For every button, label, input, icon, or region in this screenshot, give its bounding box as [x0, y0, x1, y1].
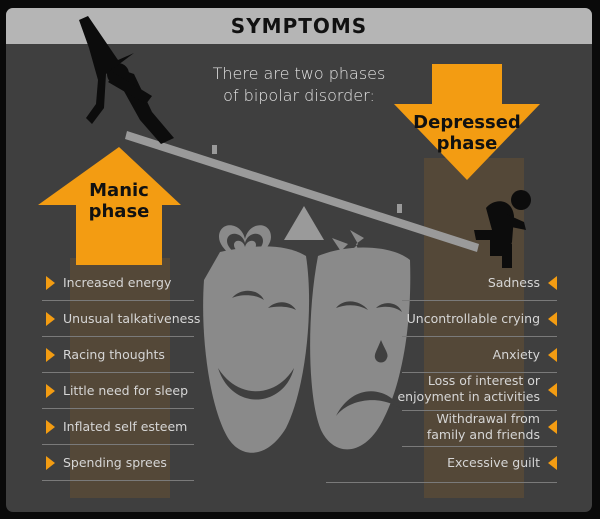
bullet-arrow-icon	[46, 384, 55, 398]
header-bar	[6, 8, 592, 44]
manic-arrow-up-icon	[38, 147, 181, 265]
seesaw-icon	[125, 131, 479, 252]
divider	[42, 408, 194, 409]
divider	[42, 372, 194, 373]
divider	[402, 300, 557, 301]
page-title: SYMPTOMS	[230, 14, 368, 38]
depressed-symptom-line-1: Withdrawal from	[436, 411, 540, 426]
divider	[42, 444, 194, 445]
manic-symptom: Racing thoughts	[63, 347, 165, 362]
bullet-arrow-icon	[46, 456, 55, 470]
depressed-symptom: Anxiety	[492, 347, 540, 362]
bullet-arrow-icon	[46, 276, 55, 290]
bullet-arrow-icon	[46, 348, 55, 362]
depressed-symptom-line-1: Loss of interest or	[427, 373, 540, 388]
intro-line-2: of bipolar disorder:	[223, 86, 375, 105]
sad-person-icon	[474, 190, 531, 268]
manic-phase-label-2: phase	[88, 201, 150, 222]
depressed-symptom: Uncontrollable crying	[406, 311, 540, 326]
happy-mask-icon	[203, 246, 310, 453]
bullet-arrow-icon	[548, 456, 557, 470]
bullet-arrow-icon	[548, 276, 557, 290]
divider	[42, 336, 194, 337]
manic-symptom: Unusual talkativeness	[63, 311, 201, 326]
depressed-arrow-icon	[394, 64, 540, 180]
depressed-symptom: Sadness	[487, 275, 540, 290]
bullet-arrow-icon	[548, 420, 557, 434]
depressed-phase-label-2: phase	[436, 133, 498, 154]
intro-line-1: There are two phases	[212, 64, 386, 83]
divider	[402, 446, 557, 447]
manic-symptom: Increased energy	[63, 275, 172, 290]
depressed-symptom: Excessive guilt	[447, 455, 540, 470]
bullet-arrow-icon	[548, 312, 557, 326]
bullet-arrow-icon	[46, 420, 55, 434]
manic-symptom: Inflated self esteem	[63, 419, 188, 434]
card: SYMPTOMS	[6, 8, 592, 512]
divider	[402, 336, 557, 337]
manic-symptom: Spending sprees	[63, 455, 167, 470]
bullet-arrow-icon	[548, 383, 557, 397]
depressed-symptom-line-2: enjoyment in activities	[397, 389, 540, 404]
stretching-person-icon	[79, 16, 174, 144]
divider	[402, 410, 557, 411]
divider	[402, 372, 557, 373]
illustration	[38, 16, 540, 498]
depressed-phase-label-1: Depressed	[413, 112, 521, 133]
manic-phase-label-1: Manic	[89, 180, 149, 201]
sad-mask-icon	[310, 247, 411, 450]
divider	[42, 480, 194, 481]
depressed-symptom-line-2: family and friends	[426, 427, 540, 442]
divider	[42, 300, 194, 301]
divider	[326, 482, 557, 483]
manic-column-shadow	[70, 258, 170, 498]
manic-symptom: Little need for sleep	[63, 383, 189, 398]
bullet-arrow-icon	[548, 348, 557, 362]
bullet-arrow-icon	[46, 312, 55, 326]
